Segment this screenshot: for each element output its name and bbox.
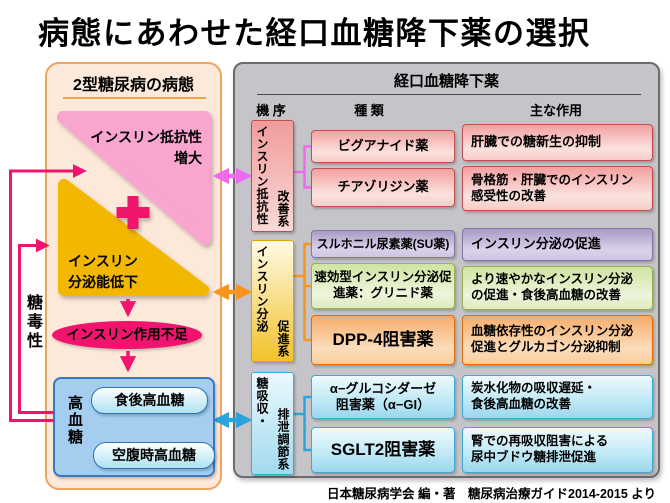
drug-alpha-gi: α−グルコシダーゼ 阻害薬（α−GI） bbox=[311, 375, 455, 419]
action-biguanide: 肝臓での糖新生の抑制 bbox=[462, 124, 653, 161]
drug-sglt2-inhibitor: SGLT2阻害薬 bbox=[311, 427, 455, 473]
mechanism-absorption-main: 糖吸収・ bbox=[255, 377, 269, 427]
insulin-secretion-label: インスリン 分泌能低下 bbox=[68, 253, 138, 290]
column-header-type: 種 類 bbox=[354, 103, 384, 118]
divider bbox=[257, 94, 641, 95]
action-sglt2-inhibitor: 腎での再吸収阻害による 尿中ブドウ糖排泄促進 bbox=[462, 427, 653, 473]
mechanism-resistance-box: インスリン抵抗性 改善系 bbox=[251, 120, 294, 232]
mechanism-absorption-sub: 排泄調節系 bbox=[276, 407, 290, 471]
drug-sulfonylurea: スルホニル尿素薬(SU薬) bbox=[311, 230, 455, 258]
mechanism-resistance-main: インスリン抵抗性 bbox=[255, 125, 269, 225]
insulin-resistance-label: インスリン抵抗性 増大 bbox=[90, 129, 202, 166]
page-title: 病態にあわせた経口血糖降下薬の選択 bbox=[38, 16, 591, 51]
insulin-action-deficiency-ellipse: インスリン作用不足 bbox=[52, 321, 202, 349]
column-header-action: 主な作用 bbox=[529, 103, 583, 118]
action-sulfonylurea: インスリン分泌の促進 bbox=[462, 228, 653, 261]
mechanism-secretion-box: インスリン分泌 促進系 bbox=[251, 240, 294, 362]
drug-glinide: 速効型インスリン分泌促 進薬：グリニド薬 bbox=[311, 263, 455, 309]
fasting-hyperglycemia-box: 空腹時高血糖 bbox=[93, 442, 215, 469]
divider bbox=[63, 97, 206, 99]
hyperglycemia-box: 高血糖 食後高血糖 空腹時高血糖 bbox=[53, 377, 215, 477]
mechanism-secretion-main: インスリン分泌 bbox=[255, 245, 269, 333]
drug-thiazolidine: チアゾリジン薬 bbox=[311, 168, 455, 207]
source-credit: 日本糖尿病学会 編・著 糖尿病治療ガイド2014-2015 より bbox=[327, 487, 656, 501]
postprandial-hyperglycemia-box: 食後高血糖 bbox=[91, 387, 208, 414]
drug-panel-title: 経口血糖降下薬 bbox=[393, 73, 499, 90]
action-glinide: より速やかなインスリン分泌 の促進・食後高血糖の改善 bbox=[462, 266, 653, 310]
mechanism-resistance-sub: 改善系 bbox=[276, 189, 290, 228]
action-alpha-gi: 炭水化物の吸収遅延・ 食後高血糖の改善 bbox=[462, 375, 653, 419]
column-header-mechanism: 機 序 bbox=[256, 103, 286, 118]
glucotoxicity-label: 糖毒性 bbox=[24, 294, 41, 351]
mechanism-absorption-box: 糖吸収・ 排泄調節系 bbox=[251, 372, 294, 475]
drug-dpp4-inhibitor: DPP-4阻害薬 bbox=[311, 315, 455, 365]
pathology-panel-title: 2型糖尿病の病態 bbox=[73, 77, 194, 94]
action-thiazolidine: 骨格筋・肝臓でのインスリン 感受性の改善 bbox=[462, 166, 653, 211]
action-dpp4-inhibitor: 血糖依存性のインスリン分泌 促進とグルカゴン分泌抑制 bbox=[462, 315, 653, 365]
mechanism-secretion-sub: 促進系 bbox=[276, 319, 290, 358]
hyperglycemia-label: 高血糖 bbox=[66, 395, 83, 446]
drug-biguanide: ビグアナイド薬 bbox=[311, 130, 455, 163]
